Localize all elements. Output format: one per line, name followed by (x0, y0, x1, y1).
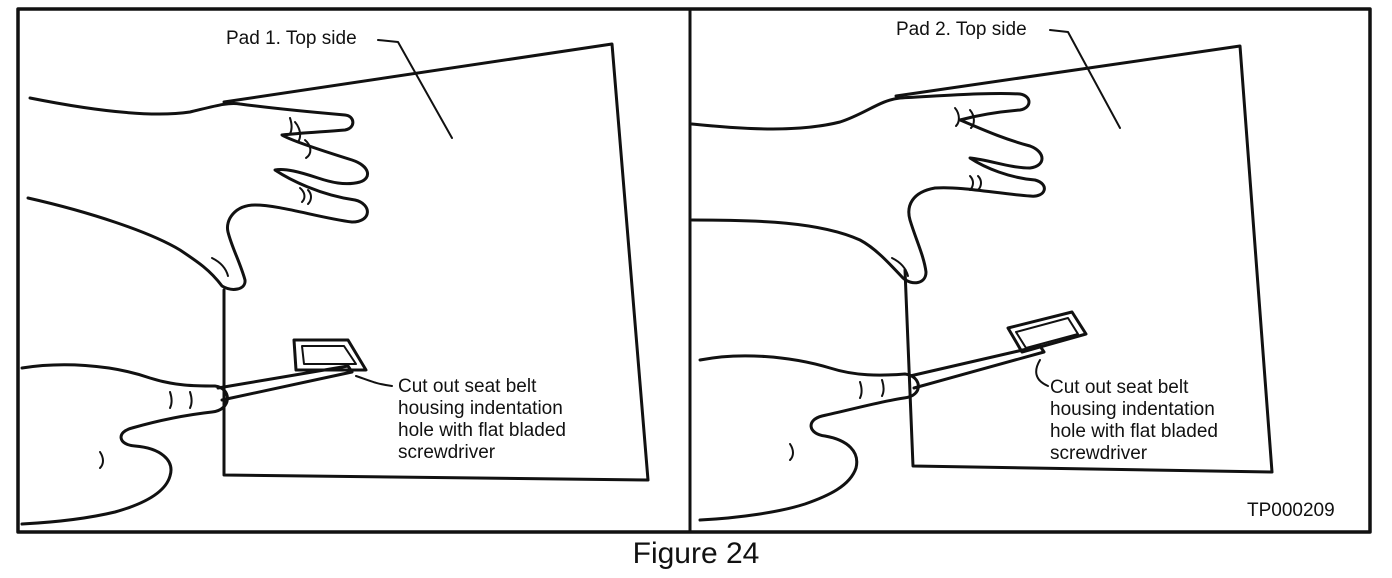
callout-1-line-2: housing indentation (398, 398, 563, 419)
lower-hand-1 (20, 363, 229, 526)
callout-2: Cut out seat belt housing indentation ho… (1050, 377, 1218, 465)
callout-1-line-3: hole with flat bladed (398, 420, 566, 441)
pad-2-label-leader (1049, 29, 1121, 129)
callout-2-line-3: hole with flat bladed (1050, 421, 1218, 442)
screwdriver-2 (908, 344, 1046, 390)
callout-2-line-4: screwdriver (1050, 443, 1148, 464)
pad-1-sheet (222, 42, 650, 482)
panel-1-drawing (20, 39, 650, 526)
callout-1-line-4: screwdriver (398, 442, 496, 463)
seatbelt-hole-1 (292, 338, 368, 372)
figure-caption: Figure 24 (632, 537, 760, 570)
pad-1-label: Pad 1. Top side (226, 28, 357, 49)
pad-2-sheet (894, 44, 1274, 474)
upper-hand-2 (690, 91, 1046, 285)
callout-2-line-2: housing indentation (1050, 399, 1215, 420)
figure-code: TP000209 (1247, 500, 1335, 521)
upper-hand-1 (26, 96, 369, 291)
callout-1-line-1: Cut out seat belt (398, 376, 537, 397)
panel-2-drawing (690, 29, 1274, 522)
callout-1: Cut out seat belt housing indentation ho… (398, 376, 566, 464)
pad-1-label-leader (377, 39, 453, 139)
lower-hand-2 (698, 354, 920, 522)
pad-2-label: Pad 2. Top side (896, 19, 1027, 40)
callout-2-leader (1035, 359, 1049, 387)
callout-2-line-1: Cut out seat belt (1050, 377, 1189, 398)
callout-1-leader (355, 375, 393, 387)
figure-frame (16, 7, 1372, 534)
seatbelt-hole-2 (1006, 310, 1088, 354)
